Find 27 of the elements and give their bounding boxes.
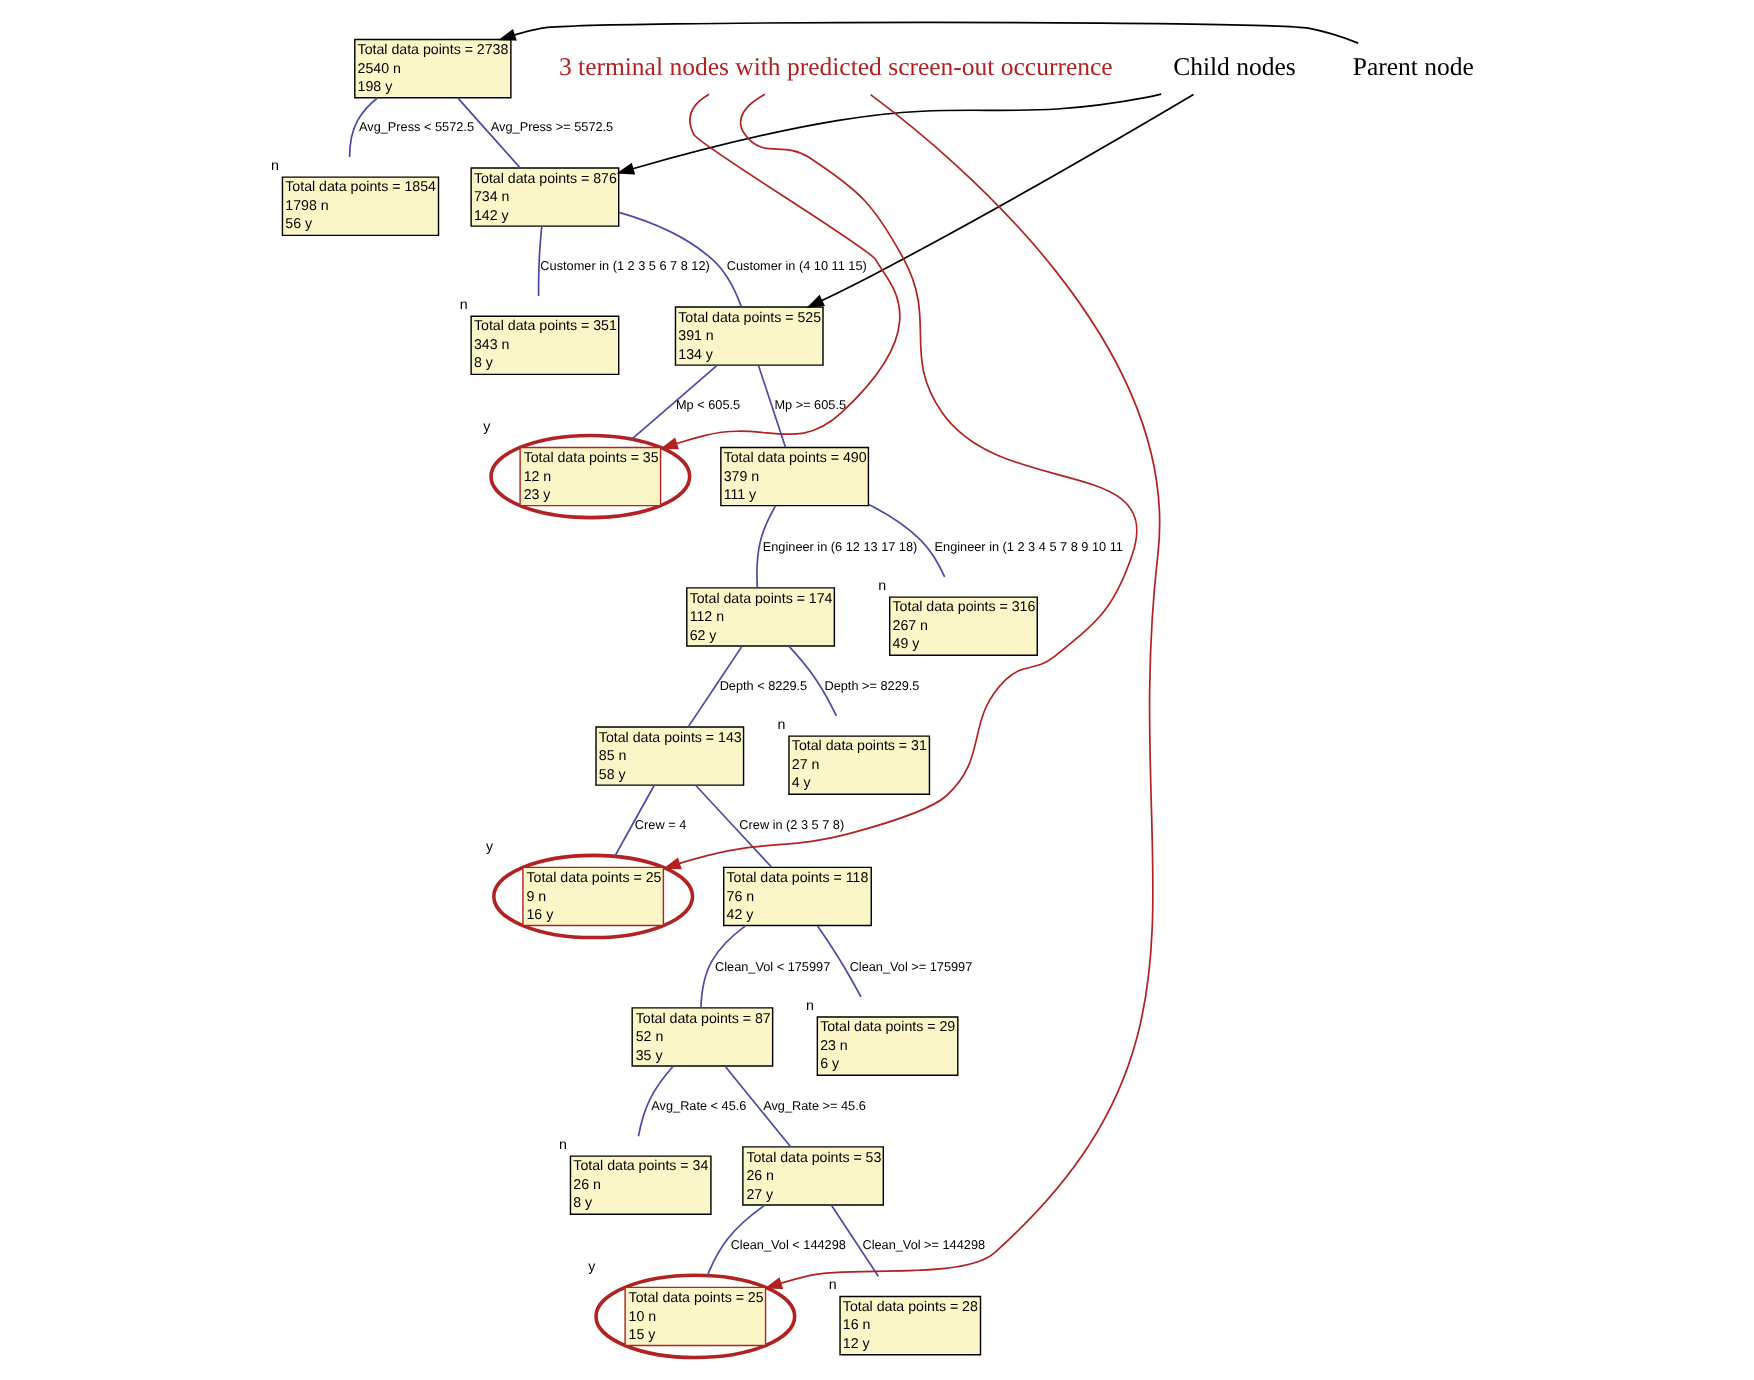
connector [755,505,776,589]
arrow [497,21,1359,44]
arrow [615,93,1161,175]
connector [536,225,542,297]
node-text: Parent node [1351,52,1473,81]
connector [612,784,655,858]
arrow [805,93,1194,308]
connector [699,924,746,1009]
connector [455,97,520,169]
connector [756,364,786,449]
connector [636,1065,673,1138]
node-text: 3 terminal nodes with predicted screen-out occurrence [557,52,1112,81]
connector [347,96,378,158]
connector [617,211,742,308]
connector [723,1065,791,1148]
connector [815,925,861,998]
connector [686,645,742,728]
node-text: Child nodes [1172,52,1295,81]
connector [829,1204,879,1278]
connector [786,645,837,717]
connector [630,364,717,440]
connector [705,1204,765,1277]
arrow [659,93,900,450]
connector [693,784,772,869]
arrow [662,93,1137,870]
arrow [763,93,1159,1289]
connector [866,503,945,578]
